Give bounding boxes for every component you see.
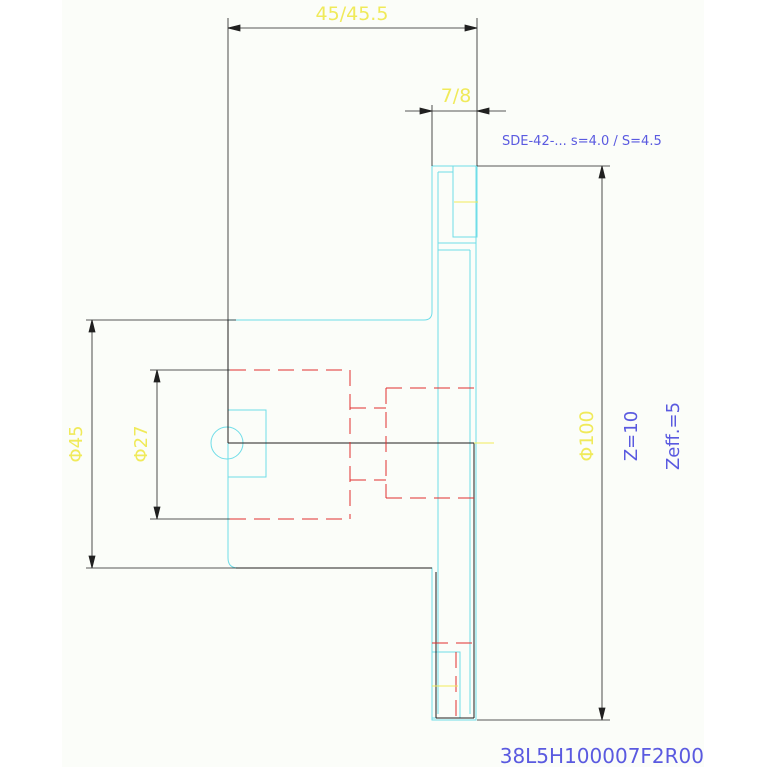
hidden-lines-red — [230, 369, 474, 718]
effective-teeth: Zeff.=5 — [663, 402, 684, 470]
dim-dia27-arrows — [153, 369, 161, 520]
dim-dia100-arrows — [598, 165, 606, 721]
dim-dia45-label: Φ45 — [66, 425, 87, 462]
part-number: 38L5H100007F2R00 — [500, 744, 704, 767]
dim-dia45-arrows — [88, 319, 96, 569]
dim-dia27-label: Φ27 — [131, 425, 152, 462]
dim-width-arrows — [227, 24, 478, 32]
dimension-lines — [86, 18, 610, 721]
dim-dia100-label: Φ100 — [576, 410, 598, 461]
teeth-count: Z=10 — [621, 411, 642, 461]
sde-annotation: SDE-42-... s=4.0 / S=4.5 — [502, 134, 662, 149]
part-profile — [227, 165, 477, 721]
dim-width-label: 45/45.5 — [316, 3, 389, 25]
dim-thickness-label: 7/8 — [441, 85, 472, 107]
outline-dark — [227, 320, 475, 719]
dim-thick-arrows — [419, 107, 490, 115]
sheet-background — [62, 0, 704, 767]
center-marks — [432, 201, 494, 687]
